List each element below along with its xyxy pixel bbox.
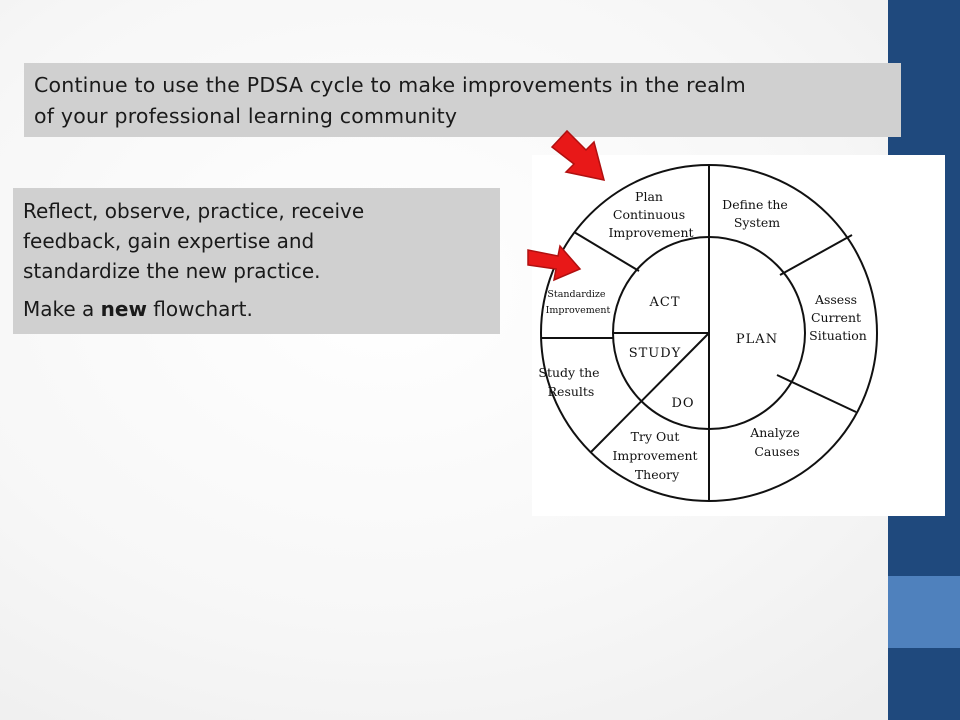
segment-label-line: Improvement bbox=[608, 225, 693, 240]
segment-label-line: Define the bbox=[722, 197, 788, 212]
make-prefix: Make a bbox=[23, 297, 101, 321]
segment-define-system: Define the System bbox=[722, 197, 792, 230]
title-box: Continue to use the PDSA cycle to make i… bbox=[24, 63, 901, 137]
segment-label-line: Results bbox=[548, 384, 595, 399]
segment-plan-continuous: Plan Continuous Improvement bbox=[608, 189, 693, 240]
phase-plan: PLAN bbox=[736, 332, 778, 347]
segment-divider-4 bbox=[776, 374, 857, 413]
segment-label-line: Study the bbox=[538, 365, 599, 380]
segment-label-line: Improvement bbox=[546, 305, 611, 316]
segment-assess-current: Assess Current Situation bbox=[809, 292, 867, 343]
segment-label-line: Situation bbox=[809, 328, 867, 343]
segment-label-line: Improvement bbox=[612, 448, 697, 463]
segment-divider-3 bbox=[779, 234, 853, 276]
segment-label-line: Analyze bbox=[749, 425, 800, 440]
make-flowchart-line: Make a new flowchart. bbox=[23, 294, 500, 324]
segment-standardize: Standardize Improvement bbox=[546, 289, 611, 316]
side-accent-block bbox=[888, 576, 960, 648]
instruction-line-1: Reflect, observe, practice, receive bbox=[23, 199, 365, 223]
make-suffix: flowchart. bbox=[146, 297, 253, 321]
phase-do: DO bbox=[671, 396, 694, 411]
segment-try-out: Try Out Improvement Theory bbox=[612, 429, 701, 482]
segment-study-results: Study the Results bbox=[538, 365, 603, 399]
segment-label-line: System bbox=[734, 215, 780, 230]
study-do-divider bbox=[590, 332, 710, 453]
segment-label-line: Current bbox=[811, 310, 861, 325]
arrow-pointer-icon bbox=[550, 129, 606, 181]
arrow-pointer-icon bbox=[527, 244, 582, 282]
phase-act: ACT bbox=[648, 295, 680, 310]
title-line-1: Continue to use the PDSA cycle to make i… bbox=[34, 73, 746, 97]
phase-study: STUDY bbox=[629, 346, 682, 361]
segment-label-line: Causes bbox=[754, 444, 799, 459]
instruction-box: Reflect, observe, practice, receive feed… bbox=[13, 188, 500, 334]
make-emphasis: new bbox=[100, 297, 147, 321]
segment-divider-1 bbox=[573, 231, 640, 272]
segment-label-line: Plan bbox=[635, 189, 663, 204]
instruction-line-3: standardize the new practice. bbox=[23, 259, 321, 283]
segment-label-line: Theory bbox=[635, 467, 680, 482]
segment-label-line: Continuous bbox=[613, 207, 685, 222]
instruction-line-2: feedback, gain expertise and bbox=[23, 229, 315, 253]
segment-label-line: Assess bbox=[814, 292, 857, 307]
segment-label-line: Try Out bbox=[631, 429, 680, 444]
segment-label-line: Standardize bbox=[547, 289, 606, 300]
segment-analyze-causes: Analyze Causes bbox=[749, 425, 804, 459]
title-line-2: of your professional learning community bbox=[34, 104, 458, 128]
